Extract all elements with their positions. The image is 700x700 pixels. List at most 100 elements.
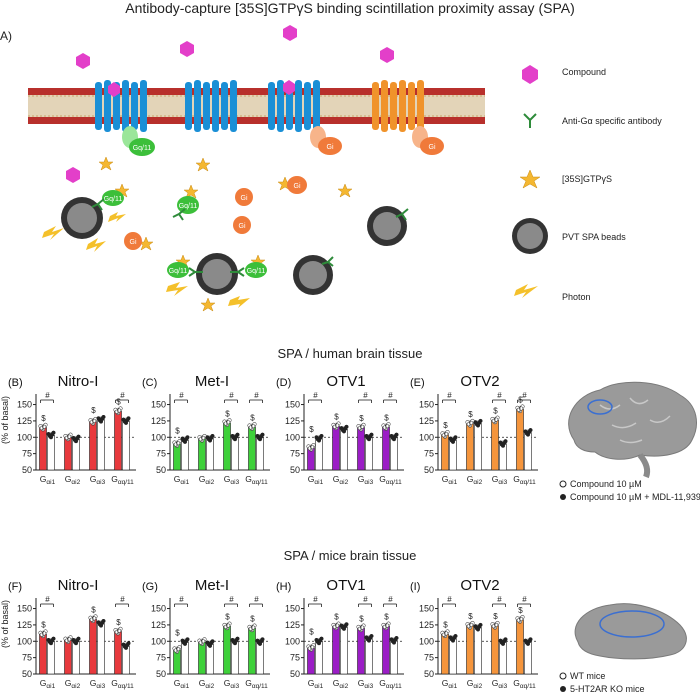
brain-roi — [587, 399, 613, 415]
section-title-human: SPA / human brain tissue — [277, 346, 422, 361]
bar — [390, 640, 398, 675]
bar — [223, 625, 231, 675]
section-title-mice: SPA / mice brain tissue — [284, 548, 417, 563]
y-tick-label: 100 — [17, 432, 32, 442]
panel-label: (H) — [276, 581, 291, 593]
bar — [206, 438, 214, 471]
bar — [256, 436, 264, 471]
y-tick-label: 75 — [424, 449, 434, 459]
y-tick-label: 75 — [290, 653, 300, 663]
data-point — [452, 635, 457, 641]
gq-label: Gq/11 — [247, 268, 266, 275]
spa-bead-3 — [293, 255, 333, 295]
chart-title: Met-I — [195, 373, 229, 390]
x-tick-label: Gαi2 — [199, 678, 215, 690]
y-tick-label: 150 — [419, 400, 434, 410]
bar — [256, 641, 264, 675]
y-tick-label: 75 — [22, 653, 32, 663]
data-point — [469, 420, 474, 425]
spa-bead-4 — [367, 206, 407, 246]
x-tick-label: Gαq/11 — [379, 474, 402, 486]
x-tick-label: Gαi2 — [65, 678, 81, 690]
data-point — [494, 622, 499, 627]
bar — [466, 625, 474, 675]
bar — [39, 633, 47, 675]
significance-dollar: $ — [225, 613, 230, 622]
data-point — [310, 445, 315, 450]
x-tick-label: Gαi2 — [333, 678, 349, 690]
significance-dollar: $ — [334, 613, 339, 622]
significance-hash: # — [120, 595, 125, 604]
significance-hash: # — [522, 595, 527, 604]
significance-dollar: $ — [359, 615, 364, 624]
y-tick-label: 100 — [285, 636, 300, 646]
bar — [114, 631, 122, 675]
y-axis-label-mice: (% of basal) — [0, 600, 10, 648]
bar — [89, 421, 97, 471]
bar — [64, 436, 72, 471]
bar — [449, 638, 457, 675]
data-point — [393, 637, 398, 643]
bar — [516, 408, 524, 471]
y-tick-label: 125 — [17, 416, 32, 426]
significance-dollar: $ — [91, 605, 96, 614]
chart-d: (D)OTV15075100125150Gαi1$#Gαi2$Gαi3$#Gαq… — [276, 373, 404, 486]
data-point — [444, 431, 449, 437]
bar — [332, 425, 340, 471]
schematic-legend: Compound Anti-Gα specific antibody [35S]… — [512, 65, 662, 302]
significance-dollar: $ — [116, 398, 121, 407]
x-tick-label: Gαi3 — [224, 678, 240, 690]
gi-label: Gi — [327, 144, 334, 151]
bar — [357, 627, 365, 675]
significance-hash: # — [313, 391, 318, 400]
bar — [72, 438, 80, 471]
significance-hash: # — [229, 391, 234, 400]
chart-e: (E)OTV25075100125150Gαi1$#Gαi2$Gαi3$#Gαq… — [410, 373, 538, 486]
data-point — [360, 424, 365, 429]
panel-label: (E) — [410, 377, 425, 389]
filled-circle-icon — [560, 494, 566, 500]
significance-hash: # — [497, 595, 502, 604]
legend-beads: PVT SPA beads — [562, 232, 626, 242]
y-tick-label: 150 — [151, 604, 166, 614]
bar — [524, 432, 532, 471]
bar — [114, 410, 122, 471]
data-point — [50, 432, 55, 437]
gq-protein-free-1: Gq/11 — [177, 196, 199, 214]
y-tick-label: 150 — [151, 400, 166, 410]
y-tick-label: 125 — [285, 620, 300, 630]
receptor-2 — [185, 80, 237, 132]
significance-dollar: $ — [468, 612, 473, 621]
chart-title: OTV2 — [460, 577, 499, 594]
significance-dollar: $ — [91, 406, 96, 415]
bar — [122, 420, 130, 471]
assay-schematic: Gq/11 Gi Gi — [28, 25, 485, 312]
significance-dollar: $ — [175, 628, 180, 637]
gi-label: Gi — [294, 183, 301, 190]
x-tick-label: Gαi3 — [358, 678, 374, 690]
legend-photon: Photon — [562, 292, 591, 302]
y-tick-label: 150 — [285, 400, 300, 410]
data-point — [477, 624, 482, 629]
legend-filled-mice: 5-HT2AR KO mice — [570, 684, 645, 694]
significance-hash: # — [447, 391, 452, 400]
y-tick-label: 50 — [290, 669, 300, 679]
x-tick-label: Gαi3 — [224, 474, 240, 486]
significance-hash: # — [179, 595, 184, 604]
y-tick-label: 125 — [419, 620, 434, 630]
x-tick-label: Gαi1 — [174, 474, 190, 486]
bar — [474, 627, 482, 675]
legend-open-mice: WT mice — [570, 671, 605, 681]
filled-circle-icon — [560, 686, 566, 692]
bar — [198, 438, 206, 471]
significance-dollar: $ — [443, 421, 448, 430]
bar — [231, 436, 239, 471]
significance-hash: # — [447, 595, 452, 604]
bar — [198, 641, 206, 675]
bar — [47, 435, 55, 471]
x-tick-label: Gαi3 — [358, 474, 374, 486]
data-point — [42, 424, 47, 429]
human-legend: Compound 10 µM Compound 10 µM + MDL-11,9… — [559, 479, 700, 502]
significance-hash: # — [388, 595, 393, 604]
gi-protein-free-1: Gi — [235, 188, 253, 206]
